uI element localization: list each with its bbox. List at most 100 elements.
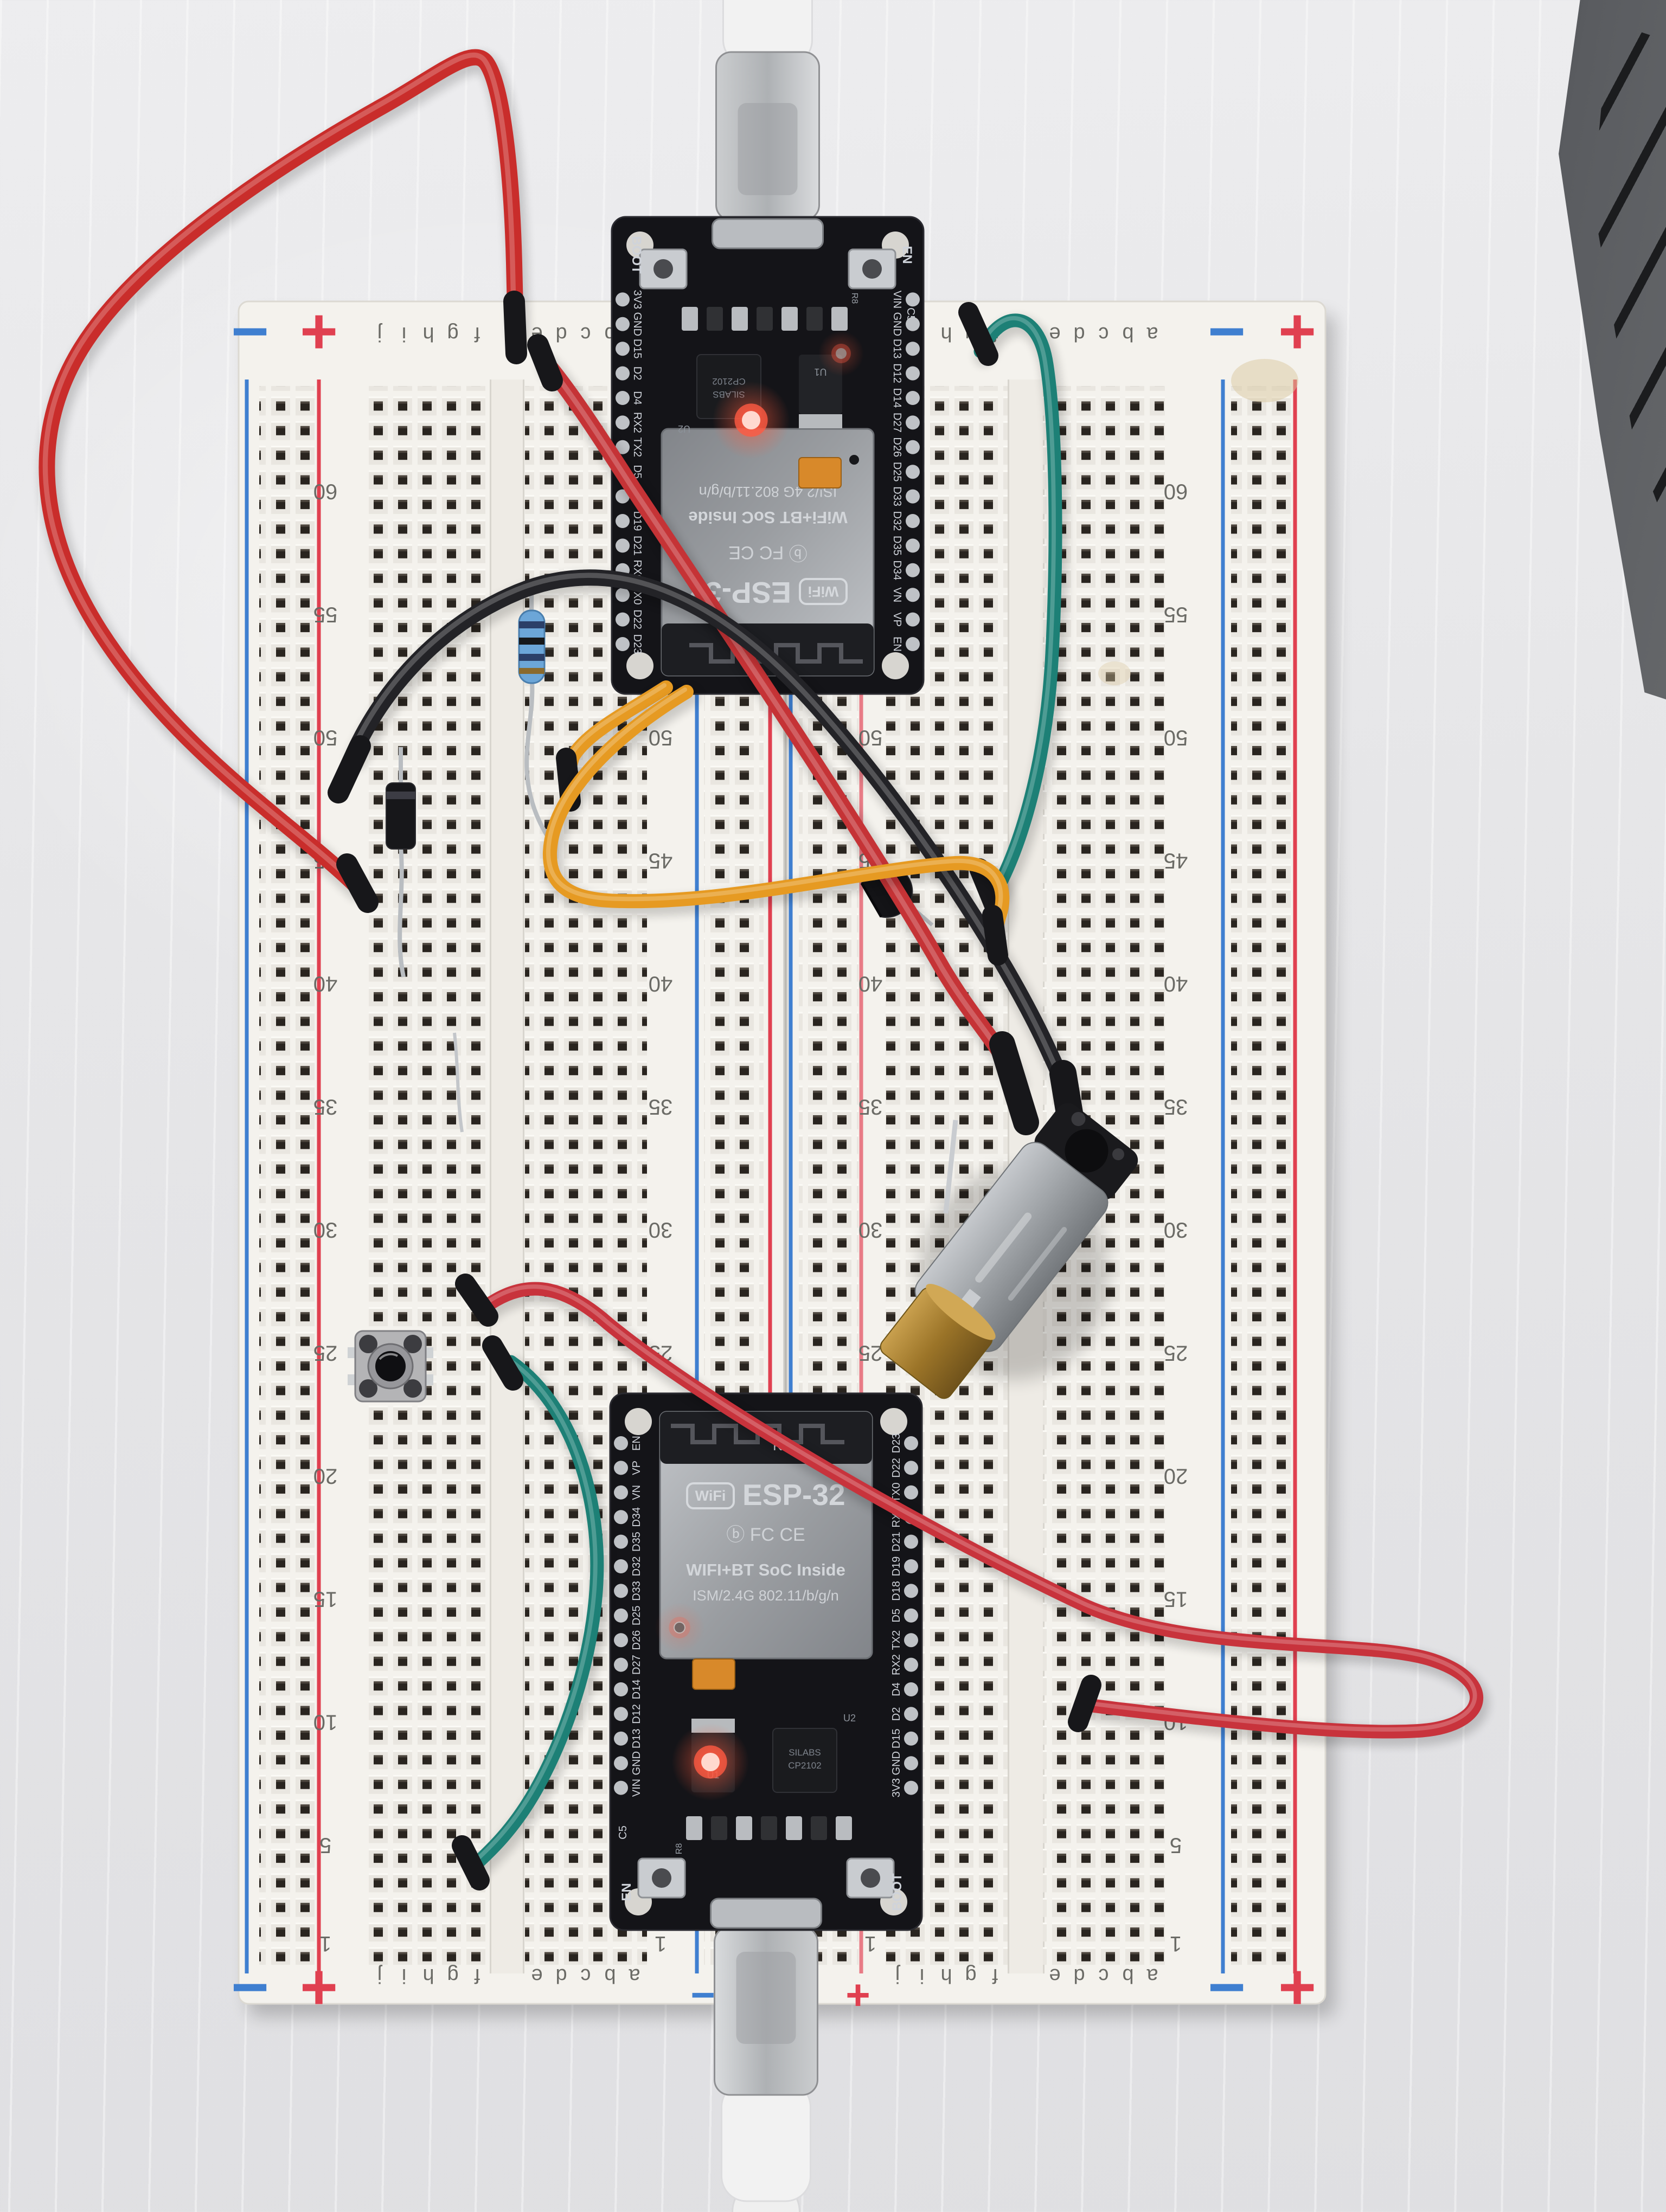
- pin-pad: [904, 1608, 918, 1623]
- status-leds: [654, 331, 864, 1801]
- column-letter: h: [422, 323, 434, 345]
- pin-pad: [616, 391, 630, 405]
- pin-label-right: RX2: [631, 412, 643, 433]
- rail-polarity-mark: +: [300, 295, 338, 368]
- column-letter: c: [1099, 1964, 1109, 1987]
- wifi-logo: WiFi: [808, 583, 839, 600]
- row-number: 1: [1170, 1932, 1182, 1956]
- svg-text:CP2102: CP2102: [712, 376, 745, 387]
- column-letter: i: [402, 1964, 406, 1987]
- column-letter: e: [1049, 1964, 1060, 1987]
- row-number: 5: [1170, 1833, 1182, 1857]
- pin-label-right: 3V3: [890, 1778, 902, 1798]
- pin-label-right: D23: [890, 1433, 902, 1454]
- rail-polarity-mark: −: [231, 295, 269, 368]
- pin-label-left: D13: [891, 339, 903, 359]
- column-letter: a: [629, 1964, 640, 1987]
- pin-pad: [904, 1485, 918, 1500]
- column-letter: i: [402, 323, 406, 345]
- pin-label-left: D26: [891, 437, 903, 457]
- pin-label-right: D21: [631, 536, 643, 556]
- column-letter: g: [965, 1964, 976, 1987]
- wire-ferrule: [455, 1274, 498, 1327]
- pin-label-right: D23: [631, 634, 643, 654]
- breadboard-hole-grid[interactable]: [1231, 386, 1291, 1965]
- blue-rail-line: [789, 380, 793, 1973]
- pin-pad: [614, 1707, 628, 1721]
- pin-label-right: RX2: [890, 1654, 902, 1675]
- pin-pad: [904, 1633, 918, 1648]
- pin-pad: [904, 1461, 918, 1475]
- breadboard-hole-grid[interactable]: [259, 386, 319, 1965]
- pin-pad: [904, 1756, 918, 1771]
- wire-ferrule: [503, 291, 527, 364]
- pin-label-right: D15: [890, 1728, 902, 1748]
- pin-pad: [614, 1780, 628, 1795]
- column-letter: a: [1146, 1964, 1158, 1987]
- pin-pad: [616, 292, 630, 307]
- top-board-status-led: [712, 381, 790, 459]
- silk-label: BOOT: [890, 1873, 905, 1911]
- row-number: 20: [313, 1464, 338, 1488]
- pin-pad: [616, 612, 630, 627]
- pin-pad: [614, 1608, 628, 1623]
- pin-pad: [904, 1534, 918, 1549]
- svg-text:R8: R8: [675, 1843, 684, 1855]
- orange-jumper-long: [542, 685, 1016, 966]
- pin-pad: [904, 1731, 918, 1746]
- pin-pad: [904, 1780, 918, 1795]
- pin-label-right: 3V3: [631, 290, 643, 310]
- pin-label-left: EN: [891, 636, 903, 652]
- pin-label-left: D35: [891, 536, 903, 556]
- pin-pad: [906, 317, 920, 331]
- pin-label-right: TX0: [890, 1482, 902, 1502]
- soc-line: WiFi+BT SoC Inside: [688, 508, 847, 527]
- pin-pad: [906, 637, 920, 651]
- pin-pad: [906, 514, 920, 528]
- pin-pad: [614, 1510, 628, 1525]
- row-number: 1: [864, 1932, 876, 1956]
- row-number: 15: [313, 1587, 338, 1611]
- pink-rail-line: [859, 380, 863, 1973]
- pin-pad: [616, 317, 630, 331]
- column-letter: d: [1073, 323, 1085, 345]
- pin-label-left: D25: [631, 1605, 643, 1625]
- pin-label-right: TX2: [631, 437, 643, 457]
- pin-label-right: D15: [631, 339, 643, 359]
- soc-line: WIFI+BT SoC Inside: [686, 1560, 845, 1579]
- column-letter: h: [422, 1964, 434, 1987]
- column-letter: g: [447, 1964, 458, 1987]
- column-letter: h: [940, 323, 952, 345]
- row-number: 1: [319, 1932, 331, 1956]
- pin-label-right: D5: [890, 1609, 902, 1623]
- bottom-board-power-led: [654, 1602, 705, 1653]
- column-letter: f: [474, 1964, 480, 1987]
- pin-pad: [906, 563, 920, 577]
- column-letter: e: [531, 1964, 542, 1987]
- row-number: 25: [858, 1341, 883, 1365]
- column-letter: j: [377, 323, 382, 345]
- rail-polarity-mark: −: [1208, 1951, 1246, 2023]
- pin-pad: [614, 1461, 628, 1475]
- pin-label-left: D27: [631, 1655, 643, 1675]
- pin-label-left: D33: [631, 1581, 643, 1601]
- row-number: 50: [313, 725, 338, 749]
- svg-text:U2: U2: [843, 1713, 856, 1724]
- svg-text:R8: R8: [850, 293, 859, 304]
- rail-polarity-mark: +: [1278, 1951, 1316, 2023]
- column-letter: c: [581, 323, 591, 345]
- tactile-push-button[interactable]: [348, 1330, 433, 1403]
- column-letter: b: [604, 1964, 616, 1987]
- red-rail-line: [768, 380, 772, 1973]
- column-letter: d: [555, 1964, 567, 1987]
- pin-pad: [906, 440, 920, 454]
- row-number: 40: [858, 972, 883, 995]
- pin-label-left: D25: [891, 462, 903, 482]
- column-letter: d: [1073, 1964, 1085, 1987]
- column-letter: c: [581, 1964, 591, 1987]
- pin-label-right: TX2: [890, 1630, 902, 1650]
- pin-pad: [614, 1731, 628, 1746]
- row-number: 35: [858, 1095, 883, 1118]
- silk-label: EN: [619, 1883, 634, 1901]
- row-number: 10: [313, 1710, 338, 1734]
